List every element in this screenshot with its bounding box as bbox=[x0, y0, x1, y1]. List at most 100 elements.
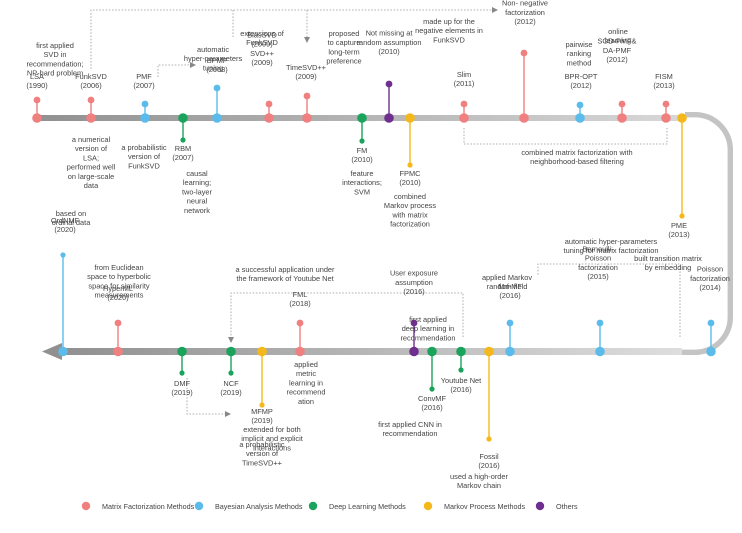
lsa-name: LSA bbox=[30, 72, 44, 81]
funksvd-name: (2006) bbox=[80, 81, 101, 90]
hyperml-name: HyperML bbox=[103, 284, 133, 293]
mrfmf-description: applied Markov bbox=[482, 273, 532, 282]
slim-name: (2011) bbox=[454, 79, 475, 88]
userexp-stem-dot bbox=[410, 319, 418, 327]
fm-description: interactions; bbox=[342, 178, 382, 187]
fossil-description: used a high-order bbox=[450, 472, 508, 481]
hyperml-description: from Euclidean bbox=[94, 263, 143, 272]
timeline-curve-inner bbox=[680, 117, 728, 350]
fpmc-description: factorization bbox=[390, 220, 430, 229]
ncf-description: the framework of Youtube Net bbox=[236, 274, 333, 283]
legend-label-bayes: Bayesian Analysis Methods bbox=[215, 502, 303, 511]
sgdpmf-description: learning bbox=[605, 36, 631, 45]
mfmp-name: (2019) bbox=[251, 416, 272, 425]
biassvd-name: (2009) bbox=[251, 40, 272, 49]
pme-name: (2013) bbox=[668, 230, 689, 239]
ncf-marker bbox=[226, 346, 236, 357]
timeline-bottom-bar bbox=[60, 348, 682, 355]
rbm-name: RBM bbox=[175, 144, 191, 153]
poisson-stem-dot bbox=[707, 319, 715, 327]
sgdpmf-stem-dot bbox=[618, 100, 626, 108]
fpmc-marker bbox=[405, 113, 415, 123]
lsa-name: (1990) bbox=[26, 81, 47, 90]
bpf-name: Poisson bbox=[585, 254, 611, 263]
notmissing-name: random assumption bbox=[357, 38, 422, 47]
rbm-marker bbox=[178, 113, 188, 123]
timesvd-description: proposed bbox=[329, 29, 360, 38]
funksvd-description: on large-scale bbox=[68, 172, 114, 181]
youtube-marker bbox=[456, 346, 466, 357]
fossil-name: (2016) bbox=[478, 461, 499, 470]
notmissing-marker bbox=[384, 113, 394, 123]
bpropt-name: BPR-OPT bbox=[565, 72, 598, 81]
mfmp-description: TimeSVD++ bbox=[242, 458, 282, 467]
mrfmf-marker bbox=[505, 346, 515, 357]
pme-name: PME bbox=[671, 221, 687, 230]
pme-description: built transition matrix bbox=[634, 254, 702, 263]
legend-label-matrix: Matrix Factorization Methods bbox=[102, 502, 195, 511]
fm-description: feature bbox=[350, 169, 373, 178]
ncf-stem-dot bbox=[228, 370, 234, 376]
nnf-marker bbox=[519, 113, 529, 123]
fm-marker bbox=[357, 113, 367, 123]
fml-stem-dot bbox=[296, 319, 304, 327]
fml-name: FML bbox=[293, 290, 308, 299]
userexp-name: User exposure bbox=[390, 269, 438, 278]
notmissing-stem-dot bbox=[385, 80, 393, 88]
bpf-description: tuning for matrix factorization bbox=[564, 246, 659, 255]
nnf-name: Non- negative bbox=[502, 0, 548, 8]
pme-description: by embedding bbox=[645, 263, 691, 272]
fm-name: FM bbox=[357, 146, 368, 155]
poisson-name: Poisson bbox=[697, 265, 723, 274]
nnf-description: made up for the bbox=[423, 17, 475, 26]
legend-label-deep: Deep Learning Methods bbox=[329, 502, 406, 511]
connector-arrowheads bbox=[190, 7, 498, 417]
slim-marker bbox=[459, 113, 469, 123]
timesvd-stem-dot bbox=[303, 92, 311, 100]
biassvd-description: FunkSVD bbox=[246, 38, 278, 47]
pme-marker bbox=[677, 113, 687, 123]
lsa-description: SVD in bbox=[43, 50, 66, 59]
legend-label-markov: Markov Process Methods bbox=[444, 502, 525, 511]
timeline-arrow-head bbox=[42, 343, 62, 360]
rbm-description: network bbox=[184, 206, 210, 215]
legend-swatch-others bbox=[535, 501, 545, 511]
biassvd-description: extensions of bbox=[240, 29, 284, 38]
notmissing-name: (2010) bbox=[378, 47, 399, 56]
dmf-stem-dot bbox=[179, 370, 185, 376]
bpf-description: automatic hyper-parameters bbox=[565, 237, 658, 246]
timesvd-name: TimeSVD++ bbox=[286, 63, 326, 72]
ordnmf-description: based on bbox=[56, 209, 86, 218]
legend: Matrix Factorization Methods Bayesian Ana… bbox=[81, 501, 578, 511]
fossil-name: Fossil bbox=[479, 452, 499, 461]
mrfmf-stem-dot bbox=[506, 319, 514, 327]
poisson-marker bbox=[706, 346, 716, 357]
bpf-stem-dot bbox=[596, 319, 604, 327]
sgdpmf-name: SGD-PMF& bbox=[597, 37, 636, 46]
pmf-description: version of bbox=[128, 152, 161, 161]
convmf-description: recommendation bbox=[382, 429, 437, 438]
ncf-name: NCF bbox=[223, 379, 239, 388]
timesvd-marker bbox=[302, 113, 312, 123]
rbm-stem-dot bbox=[180, 137, 186, 143]
bpf-name: (2015) bbox=[587, 272, 608, 281]
dmf-description: implicit and explicit bbox=[241, 434, 303, 443]
userexp-name: assumption bbox=[395, 278, 433, 287]
bpropt-name: (2012) bbox=[570, 81, 591, 90]
ordnmf-stem-dot bbox=[60, 252, 66, 258]
dmf-description: interactions bbox=[253, 443, 291, 452]
hyperml-description: space to hyperbolic bbox=[87, 272, 151, 281]
youtube-description: first applied bbox=[409, 315, 447, 324]
userexp-marker bbox=[409, 346, 419, 357]
mrfmf-name: Mrf-MF bbox=[498, 282, 522, 291]
mfmp-description: a probabilistic bbox=[239, 440, 284, 449]
rbm-description: neural bbox=[187, 197, 208, 206]
ordnmf-name: (2020) bbox=[54, 225, 75, 234]
nnf-stem-dot bbox=[520, 49, 528, 57]
legend-swatch-matrix bbox=[81, 501, 91, 511]
mrfmf-name: (2016) bbox=[499, 291, 520, 300]
notmissing-name: Not missing at bbox=[366, 29, 413, 38]
convmf-marker bbox=[427, 346, 437, 357]
bpropt-description: pairwise bbox=[565, 40, 592, 49]
